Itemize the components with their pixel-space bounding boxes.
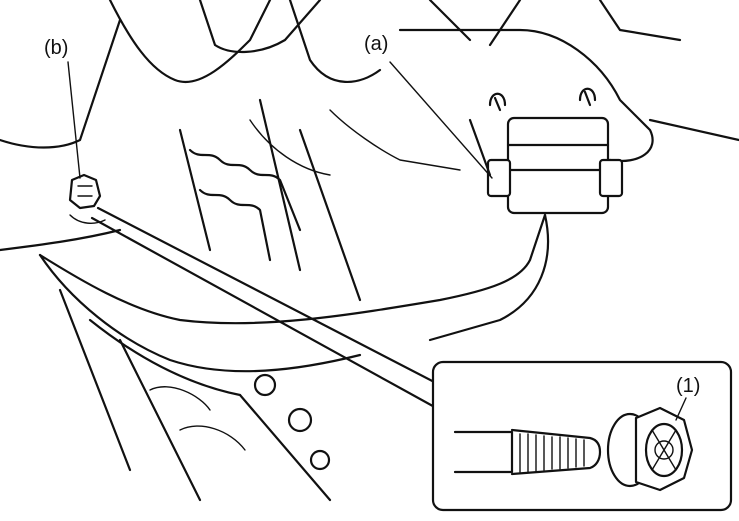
body-panels: [0, 0, 739, 252]
arm-bushing-bracket: [468, 87, 624, 215]
callout-b-label: (b): [44, 37, 69, 59]
leader-lines: [67, 61, 493, 412]
drive-shaft-boot: [178, 98, 362, 302]
callout-a-label: (a): [364, 33, 389, 55]
callout-1-label: (1): [676, 375, 701, 397]
detail-inset: [431, 360, 733, 512]
nut-b: [68, 173, 106, 224]
lower-control-arm: [38, 213, 550, 502]
